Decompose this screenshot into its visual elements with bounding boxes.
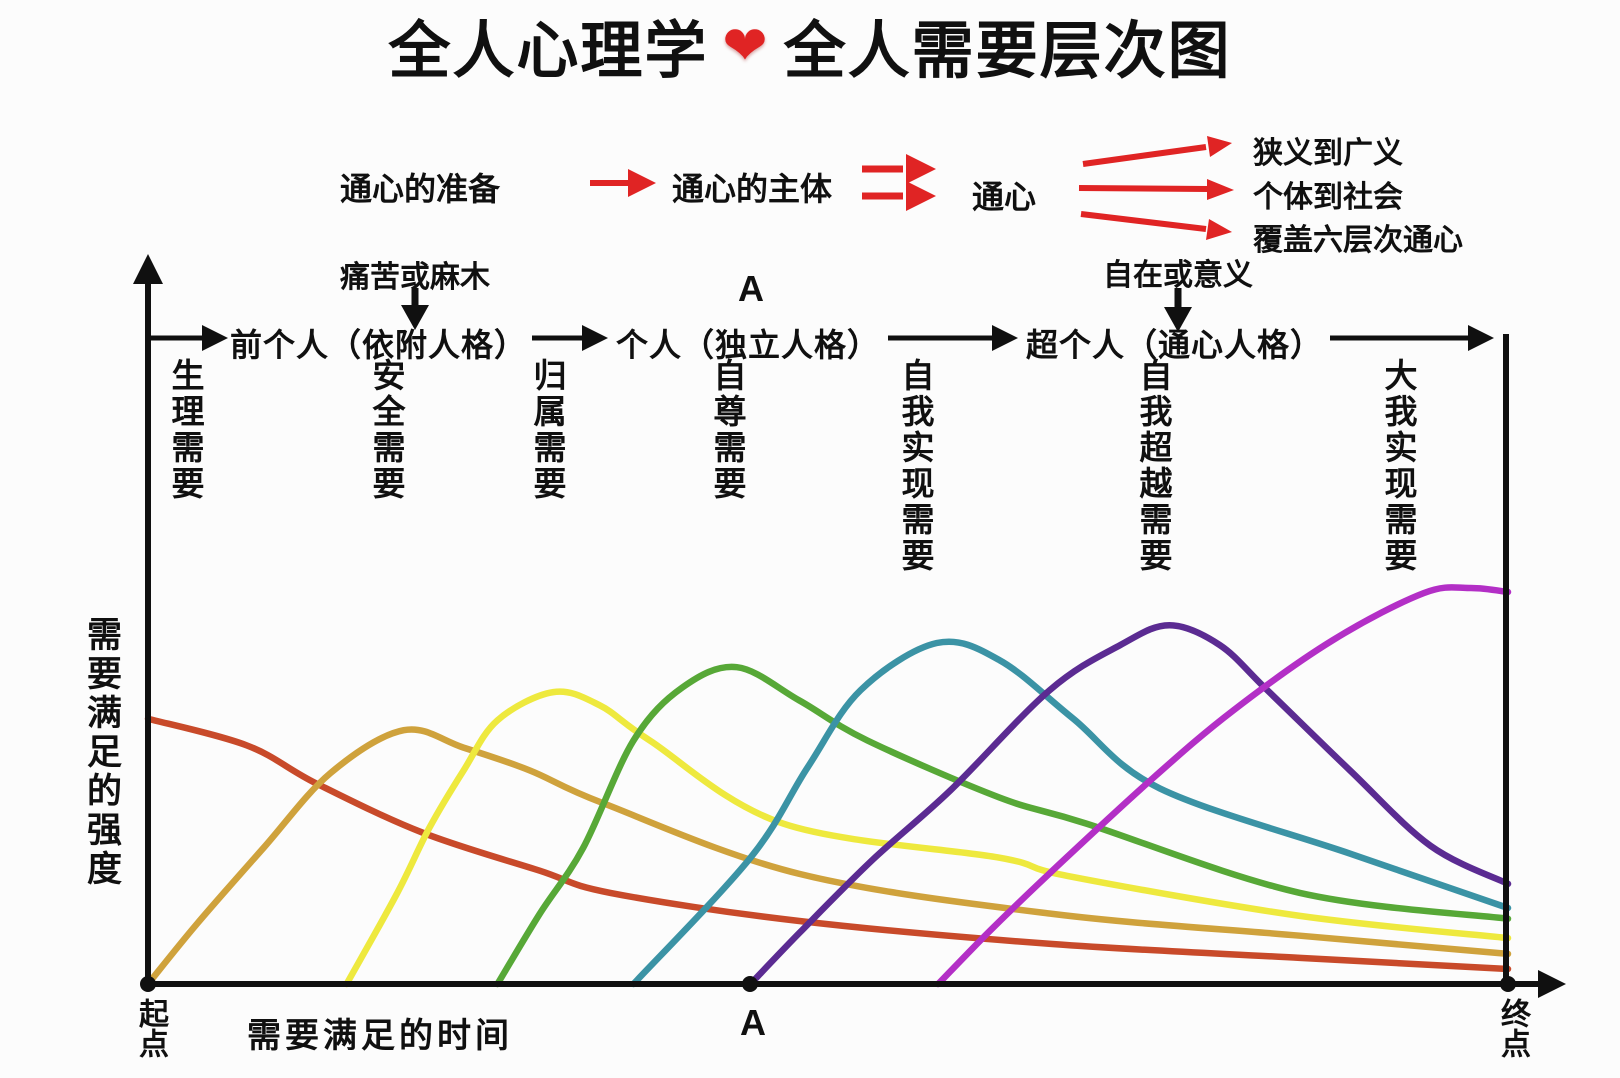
x-end-label: 终点 (1496, 998, 1529, 1058)
need-label-physiological: 生理需要 (166, 358, 202, 502)
axes-layer (145, 270, 1544, 987)
flow-arrow-head (628, 169, 656, 197)
curve-自我实现需要 (630, 638, 1512, 988)
curve-归属需要 (343, 688, 1512, 988)
marker-a-bottom: A (740, 1002, 766, 1043)
axis-dots (140, 976, 1516, 992)
title-right: 全人需要层次图 (783, 17, 1232, 86)
x-start-label: 起点 (134, 998, 167, 1058)
curve-安全需要 (144, 726, 1512, 988)
need-label-great-self: 大我实现需要 (1379, 358, 1415, 574)
flow-outcome-1: 狭义到广义 (1253, 137, 1403, 170)
need-label-esteem: 自尊需要 (708, 358, 744, 502)
x-axis-arrowhead (1538, 970, 1566, 998)
stage-arrows (150, 325, 1494, 351)
ease-down-arrow-head (1164, 307, 1192, 332)
stage-arrow-1-head (202, 325, 228, 351)
fan-arrow-2-shaft (1078, 185, 1209, 192)
curves-layer (144, 584, 1512, 988)
flow-subject-label: 通心的主体 (672, 171, 833, 207)
fan-arrow-2-head (1207, 179, 1234, 200)
marker-a-top: A (738, 268, 764, 309)
axis-arrowheads (133, 254, 1566, 998)
flow-arrows (590, 136, 1234, 240)
stage-arrow-4-head (1468, 325, 1494, 351)
curve-自我超越需要 (747, 621, 1512, 988)
stage-transpersonal: 超个人（通心人格） (1026, 327, 1324, 363)
origin-dot (140, 976, 156, 992)
x-axis-label: 需要满足的时间 (247, 1017, 513, 1055)
note-arrows (401, 288, 1192, 332)
y-axis-arrowhead (133, 254, 163, 284)
y-axis-label: 需要满足的强度 (82, 616, 121, 889)
flow-tongxin-label: 通心 (972, 179, 1037, 215)
curve-大我实现需要 (934, 584, 1512, 988)
flow-double-arrow-top-head (906, 154, 936, 184)
fan-arrow-1-head (1207, 136, 1232, 157)
curve-自尊需要 (494, 663, 1512, 988)
flow-prep-label: 通心的准备 (340, 171, 501, 207)
pain-down-arrow-head (401, 305, 429, 330)
need-label-safety: 安全需要 (367, 358, 403, 502)
page-title: 全人心理学 ❤ 全人需要层次图 (0, 0, 1620, 90)
title-left: 全人心理学 (388, 17, 709, 86)
fan-arrow-3-head (1206, 219, 1232, 240)
need-label-self-actualization: 自我实现需要 (896, 358, 932, 574)
a-marker-dot (742, 976, 758, 992)
curve-生理需要 (144, 715, 1512, 973)
heart-icon: ❤ (722, 15, 770, 76)
flow-outcome-3: 覆盖六层次通心 (1253, 224, 1463, 257)
need-label-belonging: 归属需要 (528, 358, 564, 502)
ease-note: 自在或意义 (1103, 259, 1253, 292)
stage-arrow-3-head (992, 325, 1018, 351)
fan-arrow-3-shaft (1080, 211, 1207, 232)
stage-personal: 个人（独立人格） (616, 327, 881, 363)
need-label-self-transcendence: 自我超越需要 (1134, 358, 1170, 574)
flow-outcome-2: 个体到社会 (1253, 181, 1403, 214)
fan-arrow-1-shaft (1082, 144, 1207, 167)
flow-double-arrow-bottom-head (906, 181, 936, 211)
stage-pre-personal: 前个人（依附人格） (230, 327, 528, 363)
stage-arrow-2-head (582, 325, 608, 351)
end-dot (1500, 976, 1516, 992)
